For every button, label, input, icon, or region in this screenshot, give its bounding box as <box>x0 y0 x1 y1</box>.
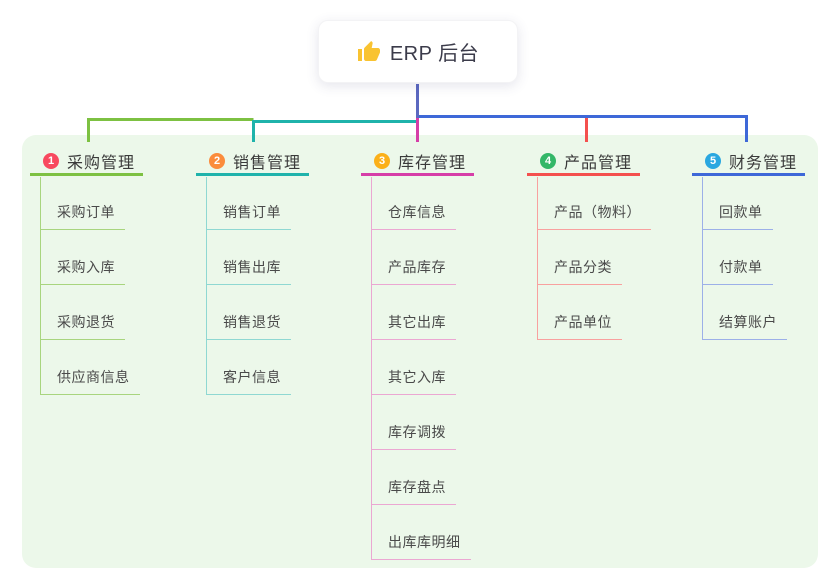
branch-title: 销售管理 <box>233 154 302 172</box>
child-node[interactable]: 出库库明细 <box>371 533 471 560</box>
child-node[interactable]: 库存调拨 <box>371 423 456 450</box>
branch-title: 产品管理 <box>564 154 633 172</box>
child-node[interactable]: 产品库存 <box>371 258 456 285</box>
child-node[interactable]: 产品分类 <box>537 258 622 285</box>
root-title: ERP 后台 <box>389 43 480 65</box>
branch-label[interactable]: 5 财务管理 <box>692 148 805 176</box>
branch-title: 采购管理 <box>67 154 136 172</box>
branch-trunk-line <box>371 177 372 560</box>
child-node[interactable]: 付款单 <box>702 258 773 285</box>
branch-label[interactable]: 4 产品管理 <box>527 148 640 176</box>
branch-trunk-line <box>702 177 703 340</box>
branch-trunk-line <box>40 177 41 395</box>
child-node[interactable]: 销售订单 <box>206 203 291 230</box>
child-node[interactable]: 销售退货 <box>206 313 291 340</box>
branch-number-badge: 2 <box>209 152 225 169</box>
child-node[interactable]: 仓库信息 <box>371 203 456 230</box>
child-node[interactable]: 库存盘点 <box>371 478 456 505</box>
branch-number-badge: 4 <box>540 152 556 169</box>
branch-trunk-line <box>206 177 207 395</box>
child-node[interactable]: 销售出库 <box>206 258 291 285</box>
branch-label[interactable]: 1 采购管理 <box>30 148 143 176</box>
child-node[interactable]: 供应商信息 <box>40 368 140 395</box>
child-node[interactable]: 其它出库 <box>371 313 456 340</box>
branch-number-badge: 5 <box>705 152 721 169</box>
child-node[interactable]: 产品单位 <box>537 313 622 340</box>
branch-label[interactable]: 2 销售管理 <box>196 148 309 176</box>
branch-trunk-line <box>537 177 538 340</box>
child-node[interactable]: 采购退货 <box>40 313 125 340</box>
child-node[interactable]: 产品（物料） <box>537 203 651 230</box>
child-node[interactable]: 回款单 <box>702 203 773 230</box>
branch-number-badge: 1 <box>43 152 59 169</box>
branch-title: 财务管理 <box>729 154 798 172</box>
child-node[interactable]: 结算账户 <box>702 313 787 340</box>
branch-number-badge: 3 <box>374 152 390 169</box>
root-node[interactable]: ERP 后台 <box>318 20 518 83</box>
child-node[interactable]: 客户信息 <box>206 368 291 395</box>
thumbs-up-icon <box>357 40 381 64</box>
child-node[interactable]: 其它入库 <box>371 368 456 395</box>
branch-title: 库存管理 <box>398 154 467 172</box>
child-node[interactable]: 采购订单 <box>40 203 125 230</box>
child-node[interactable]: 采购入库 <box>40 258 125 285</box>
branches-panel <box>22 135 818 568</box>
branch-label[interactable]: 3 库存管理 <box>361 148 474 176</box>
